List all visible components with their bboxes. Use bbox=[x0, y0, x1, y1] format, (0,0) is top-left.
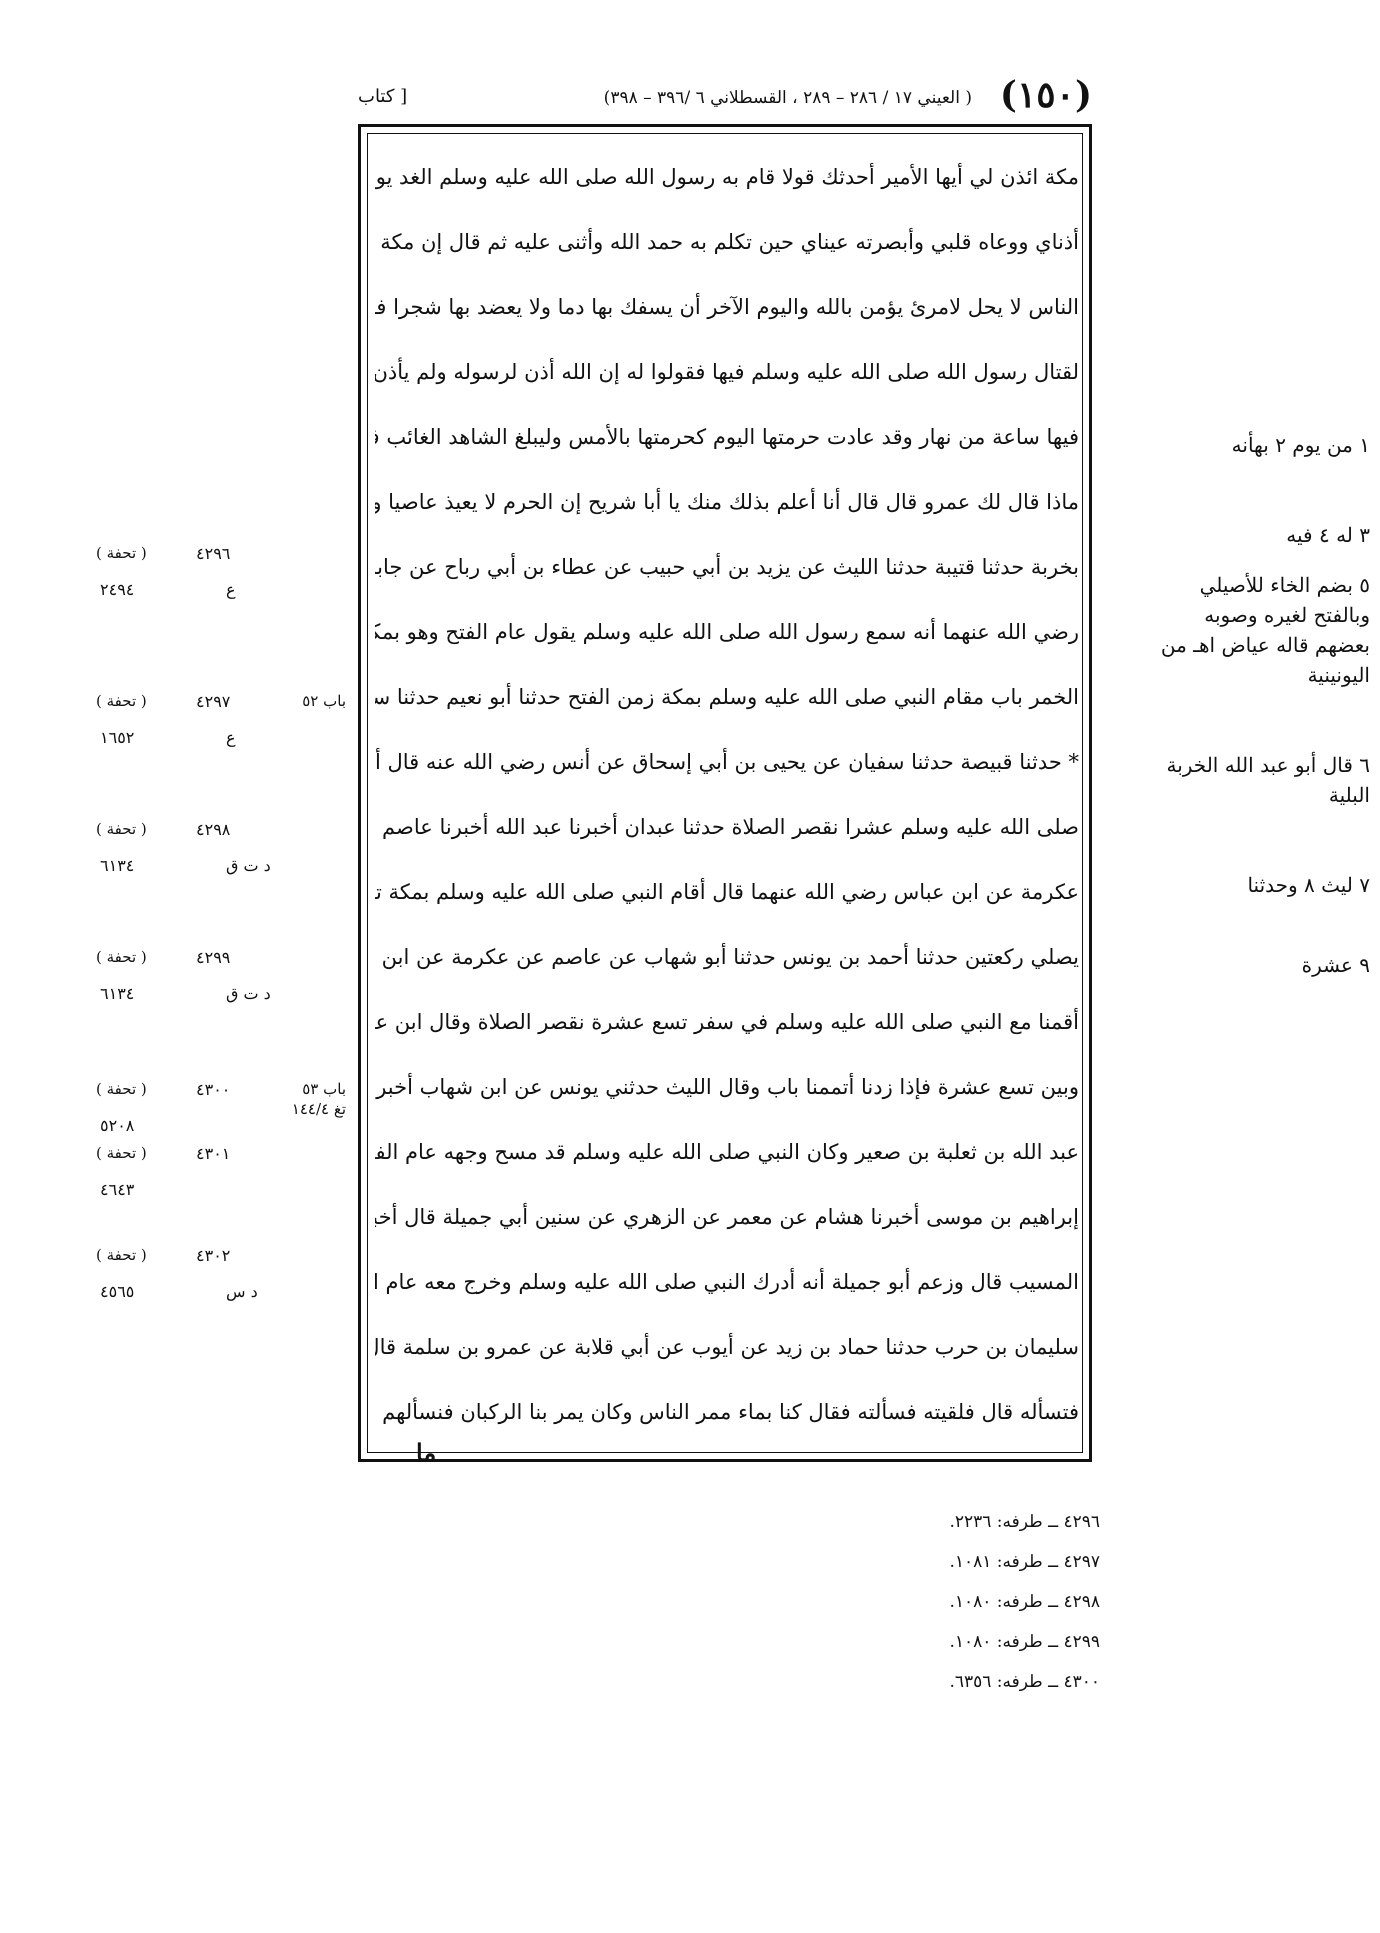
footnote: ٤٢٩٦ ــ طرفه: ٢٢٣٦. bbox=[949, 1512, 1100, 1532]
text-line: مكة ائذن لي أيها الأمير أحدثك قولا قام ب… bbox=[375, 165, 1079, 189]
reference-number: ٤٥٦٥ bbox=[100, 1282, 135, 1301]
tuhfa-label: ( تحفة ) bbox=[96, 544, 147, 562]
text-line: صلى الله عليه وسلم عشرا نقصر الصلاة حدثن… bbox=[375, 815, 1079, 839]
tuhfa-label: ( تحفة ) bbox=[96, 1246, 147, 1264]
page-number: (١٥٠) bbox=[999, 74, 1092, 116]
text-line: ماذا قال لك عمرو قال قال أنا أعلم بذلك م… bbox=[375, 490, 1079, 514]
text-line: يصلي ركعتين حدثنا أحمد بن يونس حدثنا أبو… bbox=[375, 945, 1079, 969]
collection-code: ع bbox=[226, 580, 236, 599]
text-line: بخربة حدثنا قتيبة حدثنا الليث عن يزيد بن… bbox=[375, 555, 1079, 579]
text-line: الناس لا يحل لامرئ يؤمن بالله واليوم الآ… bbox=[375, 295, 1079, 319]
book-label: [ كتاب bbox=[358, 86, 408, 107]
reference-margin: ( تحفة ) ٤٢٩٦ ع ٢٤٩٤ باب ٥٢ ( تحفة ) ٤٢٩… bbox=[0, 0, 350, 1500]
tuhfa-label: ( تحفة ) bbox=[96, 1080, 147, 1098]
tuhfa-number: ٤٢٩٩ bbox=[196, 948, 231, 967]
variant-note: ٥ بضم الخاء للأصيلي وبالفتح لغيره وصوبه … bbox=[1160, 573, 1370, 687]
reference-number: ٦١٣٤ bbox=[100, 856, 135, 875]
text-line: إبراهيم بن موسى أخبرنا هشام عن معمر عن ا… bbox=[375, 1205, 1079, 1229]
tuhfa-number: ٤٣٠٢ bbox=[196, 1246, 231, 1265]
reference-number: ٤٦٤٣ bbox=[100, 1180, 135, 1199]
text-line: فيها ساعة من نهار وقد عادت حرمتها اليوم … bbox=[375, 425, 1079, 449]
footnote: ٤٢٩٨ ــ طرفه: ١٠٨٠. bbox=[949, 1592, 1100, 1612]
variant-note: ١ من يوم ٢ بهأنه bbox=[1231, 433, 1370, 457]
variant-note: ٧ ليث ٨ وحدثنا bbox=[1247, 873, 1370, 897]
collection-code: د س bbox=[226, 1282, 258, 1301]
text-line: رضي الله عنهما أنه سمع رسول الله صلى الل… bbox=[375, 620, 1079, 644]
chapter-reference: باب ٥٢ bbox=[302, 692, 346, 710]
text-line: الخمر باب مقام النبي صلى الله عليه وسلم … bbox=[375, 685, 1079, 709]
footnote: ٤٢٩٩ ــ طرفه: ١٠٨٠. bbox=[949, 1632, 1100, 1652]
text-line: لقتال رسول الله صلى الله عليه وسلم فيها … bbox=[375, 360, 1079, 384]
footnote: ٤٣٠٠ ــ طرفه: ٦٣٥٦. bbox=[949, 1672, 1100, 1692]
tuhfa-number: ٤٢٩٧ bbox=[196, 692, 231, 711]
main-text-frame: مكة ائذن لي أيها الأمير أحدثك قولا قام ب… bbox=[358, 124, 1092, 1462]
text-line: * حدثنا قبيصة حدثنا سفيان عن يحيى بن أبي… bbox=[375, 750, 1079, 774]
text-line: المسيب قال وزعم أبو جميلة أنه أدرك النبي… bbox=[375, 1270, 1079, 1294]
text-line: فتسأله قال فلقيته فسألته فقال كنا بماء م… bbox=[375, 1400, 1079, 1424]
collection-code: ع bbox=[226, 728, 236, 747]
tuhfa-label: ( تحفة ) bbox=[96, 948, 147, 966]
text-line: عكرمة عن ابن عباس رضي الله عنهما قال أقا… bbox=[375, 880, 1079, 904]
tuhfa-number: ٤٢٩٨ bbox=[196, 820, 231, 839]
variant-note: ٩ عشرة bbox=[1301, 953, 1370, 977]
footnote: ٤٢٩٧ ــ طرفه: ١٠٨١. bbox=[949, 1552, 1100, 1572]
text-line: أقمنا مع النبي صلى الله عليه وسلم في سفر… bbox=[375, 1010, 1079, 1034]
tuhfa-number: ٤٣٠١ bbox=[196, 1144, 231, 1163]
text-line: سليمان بن حرب حدثنا حماد بن زيد عن أيوب … bbox=[375, 1335, 1079, 1359]
catchword: ما bbox=[416, 1438, 437, 1467]
text-line: أذناي ووعاه قلبي وأبصرته عيناي حين تكلم … bbox=[375, 230, 1079, 254]
collection-code: د ت ق bbox=[226, 984, 271, 1003]
text-line: وبين تسع عشرة فإذا زدنا أتممنا باب وقال … bbox=[375, 1075, 1079, 1099]
tuhfa-label: ( تحفة ) bbox=[96, 1144, 147, 1162]
tuhfa-number: ٤٢٩٦ bbox=[196, 544, 231, 563]
reference-number: ١٦٥٢ bbox=[100, 728, 135, 747]
running-header: (١٥٠) ( العيني ١٧ / ٢٨٦ – ٢٨٩ ، القسطلان… bbox=[358, 74, 1092, 124]
commentary-references: ( العيني ١٧ / ٢٨٦ – ٢٨٩ ، القسطلاني ٦ /٣… bbox=[603, 88, 972, 108]
taghliq-reference: تغ ١٤٤/٤ bbox=[291, 1100, 346, 1118]
reference-number: ٦١٣٤ bbox=[100, 984, 135, 1003]
tuhfa-label: ( تحفة ) bbox=[96, 692, 147, 710]
variant-note: ٣ له ٤ فيه bbox=[1286, 523, 1370, 547]
variant-note: ٦ قال أبو عبد الله الخربة البلية bbox=[1166, 753, 1370, 807]
tuhfa-label: ( تحفة ) bbox=[96, 820, 147, 838]
reference-number: ٢٤٩٤ bbox=[100, 580, 135, 599]
inner-border bbox=[367, 133, 1083, 1453]
text-line: عبد الله بن ثعلبة بن صعير وكان النبي صلى… bbox=[375, 1140, 1079, 1164]
collection-code: د ت ق bbox=[226, 856, 271, 875]
tuhfa-number: ٤٣٠٠ bbox=[196, 1080, 231, 1099]
chapter-reference: باب ٥٣ bbox=[302, 1080, 346, 1098]
reference-number: ٥٢٠٨ bbox=[100, 1116, 135, 1135]
